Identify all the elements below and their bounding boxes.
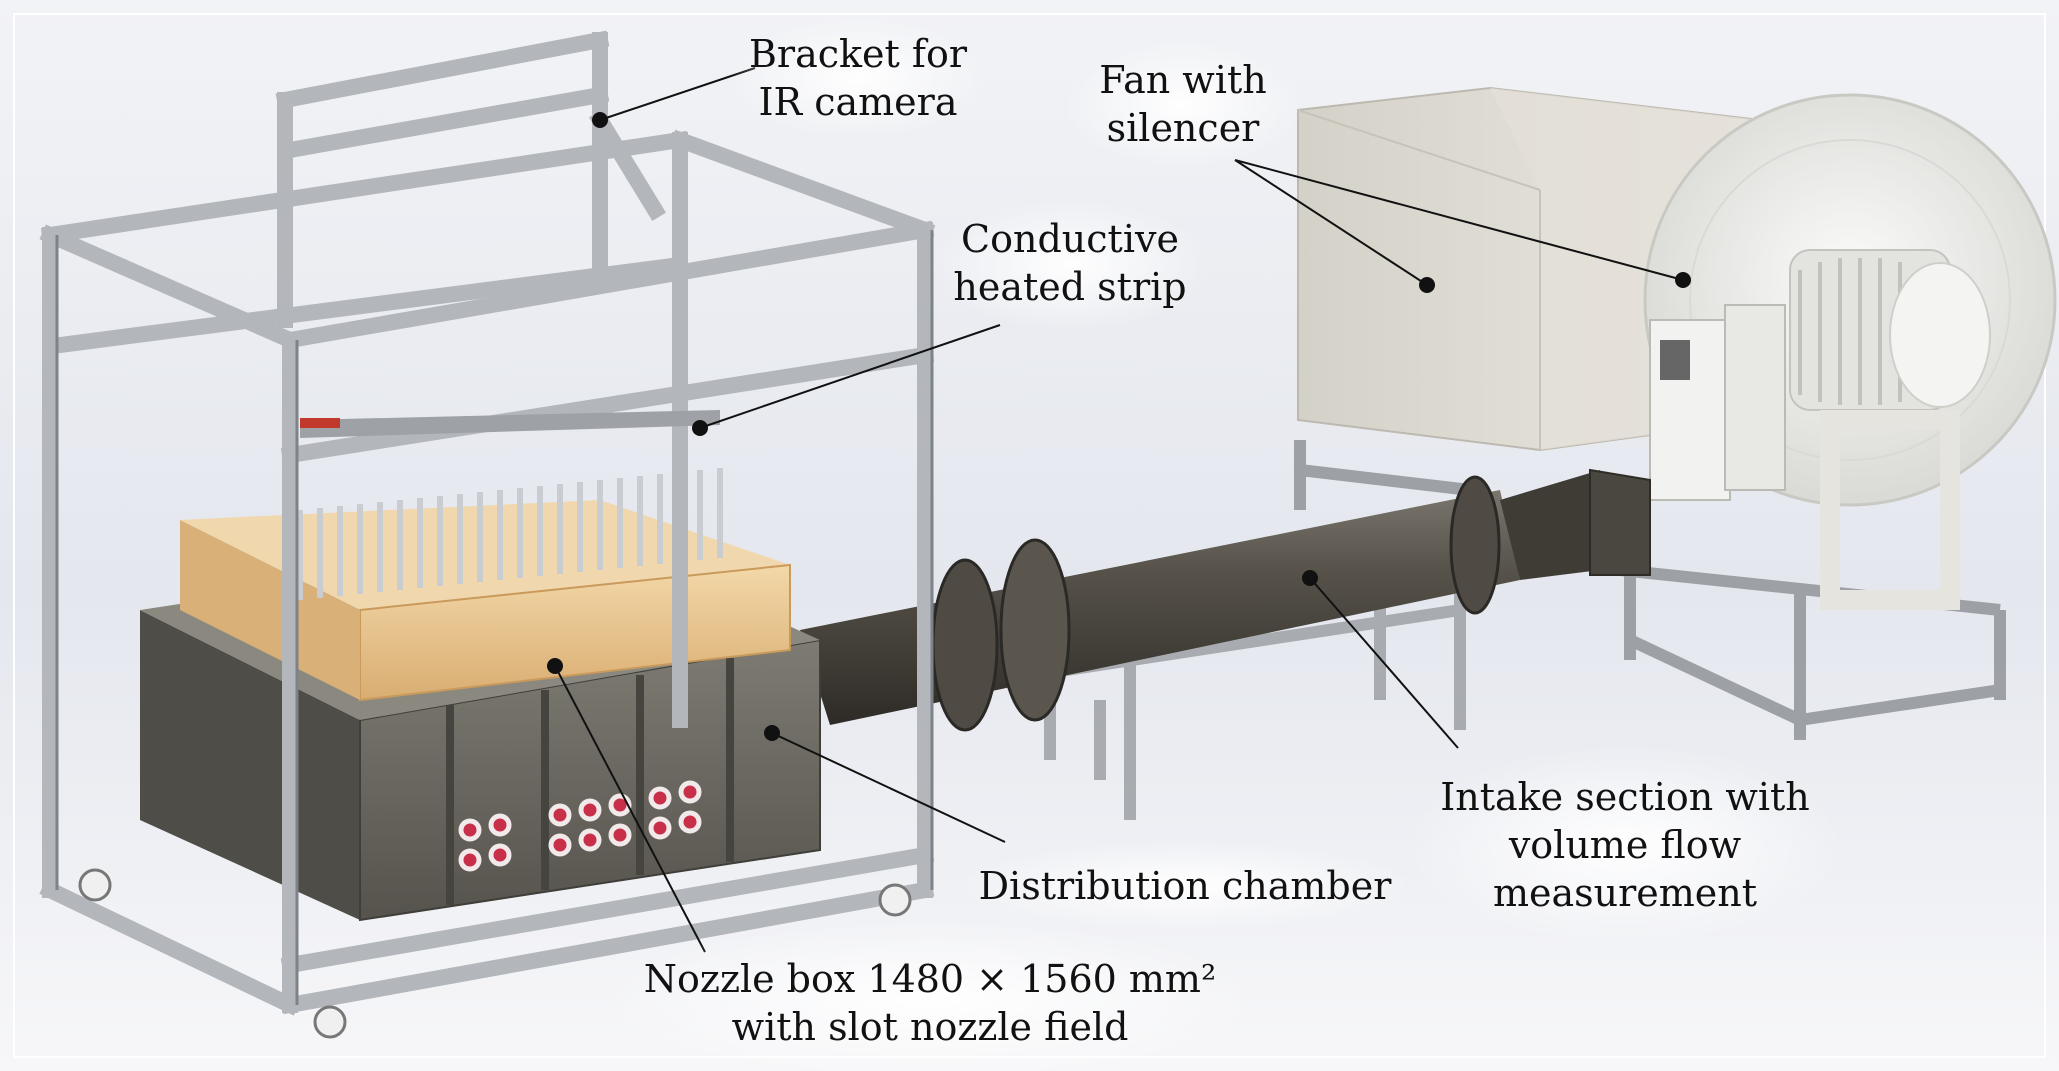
fan-assembly xyxy=(1294,86,2057,740)
distribution-chamber xyxy=(140,468,821,922)
label-nozzle-box: Nozzle box 1480 × 1560 mm² with slot noz… xyxy=(640,955,1220,1051)
leader-dots xyxy=(547,112,1691,741)
dot-intake xyxy=(1302,570,1318,586)
label-intake-line1: Intake section with xyxy=(1440,775,1810,819)
label-chamber-line1: Distribution chamber xyxy=(978,864,1392,908)
label-strip-line2: heated strip xyxy=(953,265,1187,309)
label-intake-line2: volume flow xyxy=(1508,823,1742,867)
conductive-heated-strip xyxy=(300,410,720,438)
support-frame xyxy=(39,30,936,1016)
label-fan-line2: silencer xyxy=(1106,106,1260,150)
label-nozzle-line2: with slot nozzle field xyxy=(731,1005,1129,1049)
label-bracket-line2: IR camera xyxy=(758,80,958,124)
dot-nozzle xyxy=(547,658,563,674)
dot-strip xyxy=(692,420,708,436)
slot-nozzle-field xyxy=(297,468,723,600)
label-distribution-chamber: Distribution chamber xyxy=(970,862,1400,910)
castors xyxy=(78,868,912,1039)
label-fan-with-silencer: Fan with silencer xyxy=(1083,56,1283,152)
label-halos xyxy=(600,18,1845,1071)
label-bracket-line1: Bracket for xyxy=(749,32,967,76)
dot-chamber xyxy=(764,725,780,741)
dot-fan xyxy=(1675,272,1691,288)
label-intake-line3: measurement xyxy=(1492,871,1758,915)
intake-section xyxy=(800,468,1651,820)
label-conductive-heated-strip: Conductive heated strip xyxy=(940,215,1200,311)
dot-silencer xyxy=(1419,277,1435,293)
label-intake-section: Intake section with volume flow measurem… xyxy=(1430,773,1820,917)
dot-bracket xyxy=(592,112,608,128)
label-fan-line1: Fan with xyxy=(1099,58,1267,102)
label-bracket-for-ir-camera: Bracket for IR camera xyxy=(738,30,978,126)
leader-lines xyxy=(554,67,1684,953)
label-strip-line1: Conductive xyxy=(961,217,1179,261)
label-nozzle-line1: Nozzle box 1480 × 1560 mm² xyxy=(643,957,1217,1001)
